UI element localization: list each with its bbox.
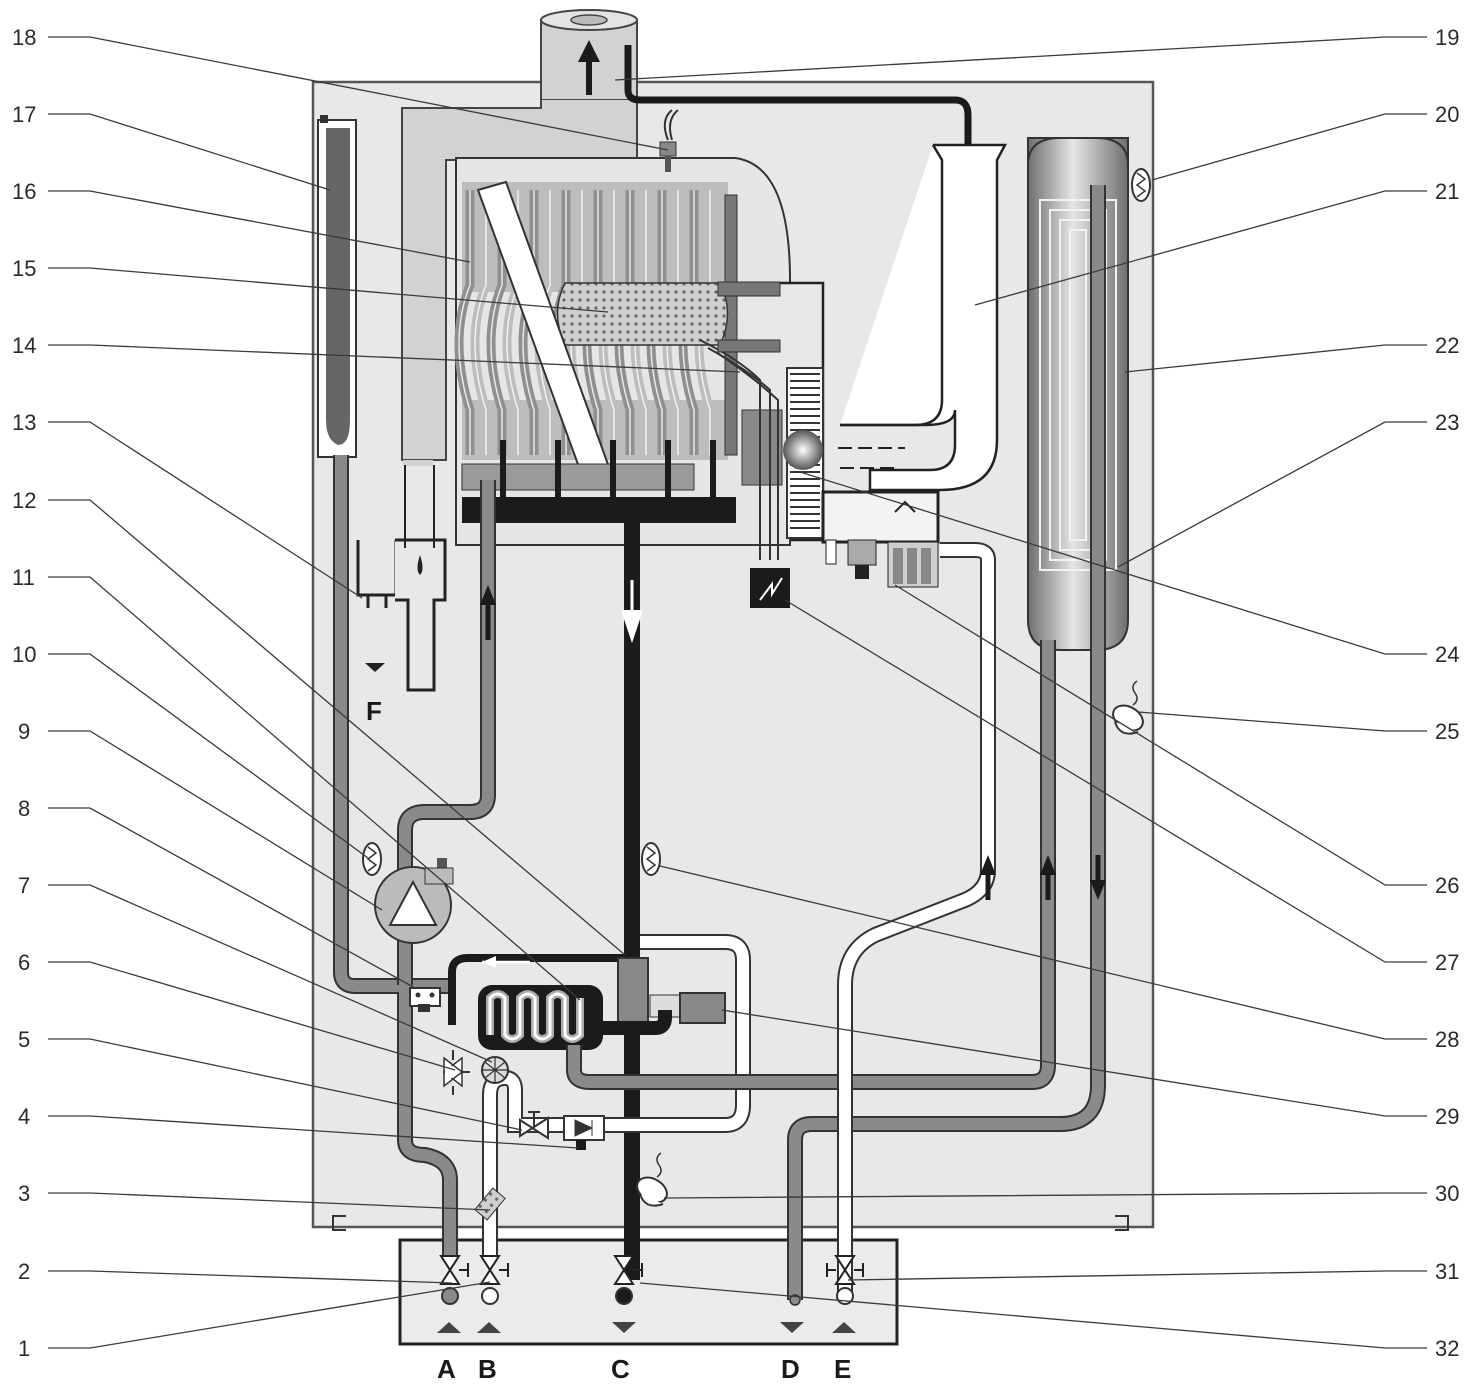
mounting-bracket-right [1115,1215,1129,1231]
sensor-icon [1131,168,1151,202]
label-8: 8 [18,796,30,821]
isolation-valves [439,1255,864,1306]
air-intake-duct [838,143,1008,492]
condensate-trap [356,465,447,692]
label-13: 13 [12,410,36,435]
label-26: 26 [1435,873,1459,898]
connection-b: B [478,1354,497,1384]
label-28: 28 [1435,1027,1459,1052]
label-31: 31 [1435,1259,1459,1284]
drain-valve-icon [409,987,441,1012]
ignition-unit-icon [750,568,790,608]
pressure-gauge [317,115,357,458]
label-6: 6 [18,950,30,975]
safety-valve-icon [442,1050,470,1095]
label-15: 15 [12,256,36,281]
gas-arrow-up-icon [980,855,996,875]
electrode-leads [699,339,779,560]
label-21: 21 [1435,179,1459,204]
primary-flow-pipe [397,480,496,985]
flow-arrow-up-icon [480,585,496,605]
air-inlet-pipe [624,45,972,175]
label-1: 1 [18,1336,30,1361]
label-10: 10 [12,642,36,667]
right-labels: 19 20 21 22 23 24 25 26 27 28 29 30 31 3… [1435,25,1459,1361]
label-14: 14 [12,333,36,358]
label-12: 12 [12,488,36,513]
connection-box [398,1238,899,1346]
burner-collar-bottom [717,339,781,353]
condensate-drain-f: F [366,696,382,726]
burner-collar-top [717,281,781,297]
label-17: 17 [12,102,36,127]
label-18: 18 [12,25,36,50]
label-9: 9 [18,719,30,744]
connection-a: A [437,1354,456,1384]
label-4: 4 [18,1104,30,1129]
label-22: 22 [1435,333,1459,358]
flue-sensor-icon [659,109,679,172]
label-30: 30 [1435,1181,1459,1206]
label-25: 25 [1435,719,1459,744]
plate-heat-exchanger [478,985,603,1050]
water-manifold-dark [462,497,736,523]
return-arrow-up-icon [1040,855,1056,875]
label-11: 11 [12,565,35,590]
flow-turbine-icon [481,1056,509,1084]
flow-sensor-icon [641,842,661,876]
pump-icon [374,858,454,944]
left-labels: 18 17 16 15 14 13 12 11 10 9 8 7 6 5 4 3… [12,25,36,1361]
label-16: 16 [12,179,36,204]
gas-valve [821,490,940,588]
leader-lines [48,36,1427,1349]
water-manifold-grey [461,463,695,491]
return-sensor-icon [362,842,382,876]
connection-d: D [781,1354,800,1384]
flow-regulator-valve [519,1111,605,1150]
air-vent-icon [1112,680,1144,735]
label-5: 5 [18,1027,30,1052]
burner [556,282,729,346]
diverter-valve [617,957,726,1027]
label-29: 29 [1435,1104,1459,1129]
label-24: 24 [1435,642,1459,667]
connection-arrows [437,1322,856,1333]
bypass-pipe [448,954,630,1025]
heating-return-pipe [333,455,458,1260]
plate-heat-exchanger-dhw [1027,137,1129,651]
label-20: 20 [1435,102,1459,127]
flue-duct [401,9,638,466]
label-3: 3 [18,1181,30,1206]
fan-icon [783,367,824,539]
ignition-transformer-block [741,409,783,486]
dhw-arrow-down-icon [1090,880,1106,900]
label-19: 19 [1435,25,1459,50]
gas-supply-pipe [837,542,996,1300]
diverter-dark-return [603,1010,672,1035]
label-7: 7 [18,873,30,898]
label-27: 27 [1435,950,1459,975]
mounting-bracket-left [332,1215,346,1231]
dhw-primary-return-pipe [566,640,1056,1090]
connection-e: E [834,1354,851,1384]
filter-icon [474,1187,506,1221]
manifold-pins [500,440,716,500]
hot-water-outlet-pipe [787,185,1106,1300]
connection-letters: A B C D E F [366,696,851,1384]
label-2: 2 [18,1259,30,1284]
label-32: 32 [1435,1336,1459,1361]
label-23: 23 [1435,410,1459,435]
connection-c: C [611,1354,630,1384]
